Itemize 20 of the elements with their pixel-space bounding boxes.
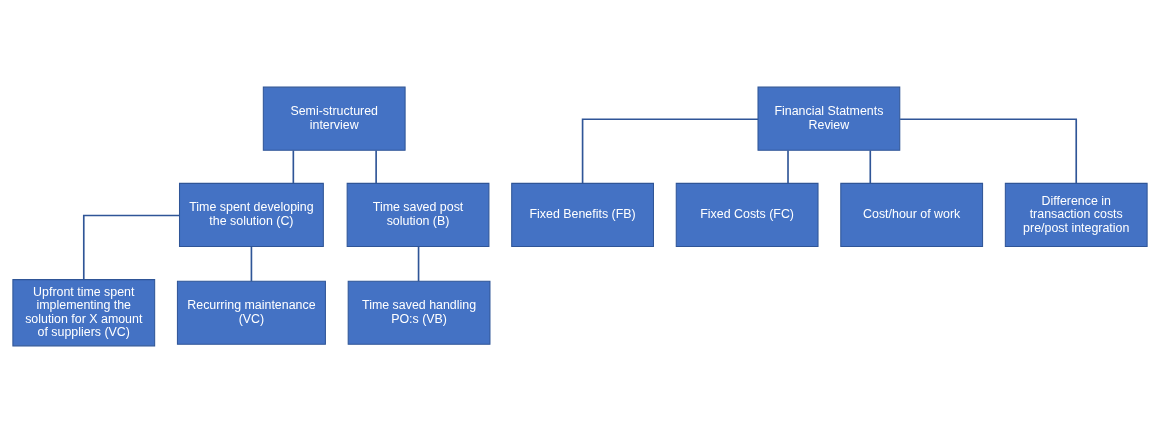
node-box: Cost/hour of work	[840, 182, 984, 247]
node-box: Financial Statments Review	[757, 86, 901, 151]
node-box: Difference in transaction costs pre/post integration	[1004, 182, 1148, 247]
node-box: Fixed Costs (FC)	[675, 182, 819, 247]
node-box: Time saved handling PO:s (VB)	[347, 280, 491, 345]
connector	[82, 214, 181, 280]
node-box: Semi-structured interview	[262, 86, 406, 151]
connector	[787, 149, 789, 184]
node-box: Time spent developing the solution (C)	[179, 182, 324, 247]
node-box: Recurring maintenance (VC)	[176, 280, 326, 345]
connector	[899, 117, 1078, 184]
node-box: Upfront time spent implementing the solution for X amount of suppliers (VC)	[12, 278, 156, 346]
node-box: Fixed Benefits (FB)	[511, 182, 654, 247]
connector	[250, 245, 253, 282]
node-box: Time saved post solution (B)	[346, 182, 490, 247]
connector	[869, 149, 872, 184]
connector	[417, 245, 420, 282]
connector	[375, 149, 377, 184]
connector	[581, 117, 759, 184]
connector	[292, 149, 295, 184]
